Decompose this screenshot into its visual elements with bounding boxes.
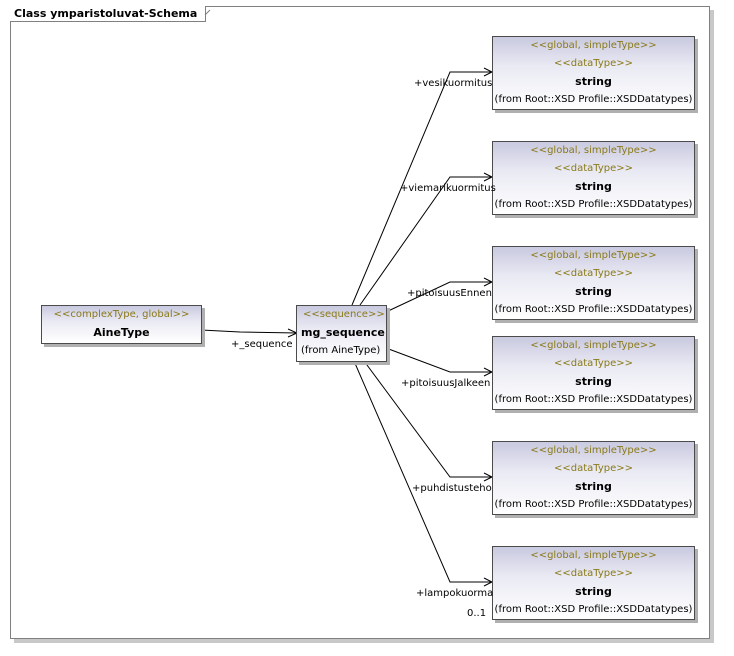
datatype-name: string <box>575 180 612 193</box>
stereotype-datatype: <<dataType>> <box>553 163 633 174</box>
link-pitoisuusJalkeen <box>385 347 492 373</box>
sequence-link <box>200 329 298 334</box>
class-mg-sequence[interactable]: <<sequence>> mg_sequence (from AineType) <box>296 305 387 362</box>
class-string-lampokuorma[interactable]: <<global, simpleType>> <<dataType>> stri… <box>492 546 695 620</box>
datatype-name: string <box>575 375 612 388</box>
link-viemarikuormitus <box>359 176 492 306</box>
datatype-name: string <box>575 585 612 598</box>
role-label-vesikuormitus: +vesikuormitus <box>414 78 493 89</box>
role-label-viemarikuormitus: +viemarikuormitus <box>400 183 496 194</box>
datatype-name: string <box>575 480 612 493</box>
link-vesikuormitus <box>351 71 492 306</box>
ainetype-name: AineType <box>93 326 150 339</box>
stereotype-global-simpletype: <<global, simpleType>> <box>530 250 657 261</box>
role-label-puhdistusteho: +puhdistusteho <box>412 483 492 494</box>
sequence-role-label: +_sequence <box>231 339 293 350</box>
link-puhdistusteho <box>363 360 492 478</box>
datatype-from: (from Root::XSD Profile::XSDDatatypes) <box>494 304 693 315</box>
stereotype-global-simpletype: <<global, simpleType>> <box>530 550 657 561</box>
stereotype-global-simpletype: <<global, simpleType>> <box>530 40 657 51</box>
multiplicity-label-lampokuorma: 0..1 <box>467 608 487 619</box>
stereotype-datatype: <<dataType>> <box>553 58 633 69</box>
sequence-name: mg_sequence <box>301 326 385 339</box>
stereotype-global-simpletype: <<global, simpleType>> <box>530 340 657 351</box>
role-label-pitoisuusennen: +pitoisuusEnnen <box>407 288 492 299</box>
class-string-pitoisuusennen[interactable]: <<global, simpleType>> <<dataType>> stri… <box>492 246 695 320</box>
class-string-vesikuormitus[interactable]: <<global, simpleType>> <<dataType>> stri… <box>492 36 695 110</box>
role-label-lampokuorma: +lampokuorma <box>416 588 494 599</box>
class-string-puhdistusteho[interactable]: <<global, simpleType>> <<dataType>> stri… <box>492 441 695 515</box>
link-pitoisuusEnnen <box>385 281 492 313</box>
datatype-from: (from Root::XSD Profile::XSDDatatypes) <box>494 604 693 615</box>
role-label-pitoisuusjalkeen: +pitoisuusJalkeen <box>401 378 491 389</box>
datatype-name: string <box>575 75 612 88</box>
diagram-title: Class ymparistoluvat-Schema <box>10 6 207 22</box>
sequence-stereotype: <<sequence>> <box>303 309 385 320</box>
stereotype-datatype: <<dataType>> <box>553 463 633 474</box>
stereotype-datatype: <<dataType>> <box>553 568 633 579</box>
class-ainetype[interactable]: <<complexType, global>> AineType <box>41 305 202 344</box>
link-lampokuorma <box>353 360 492 583</box>
class-string-pitoisuusjalkeen[interactable]: <<global, simpleType>> <<dataType>> stri… <box>492 336 695 410</box>
class-string-viemarikuormitus[interactable]: <<global, simpleType>> <<dataType>> stri… <box>492 141 695 215</box>
stereotype-global-simpletype: <<global, simpleType>> <box>530 445 657 456</box>
stereotype-global-simpletype: <<global, simpleType>> <box>530 145 657 156</box>
sequence-from: (from AineType) <box>301 345 381 356</box>
stereotype-datatype: <<dataType>> <box>553 358 633 369</box>
datatype-from: (from Root::XSD Profile::XSDDatatypes) <box>494 199 693 210</box>
ainetype-stereotype: <<complexType, global>> <box>53 309 190 320</box>
datatype-from: (from Root::XSD Profile::XSDDatatypes) <box>494 499 693 510</box>
datatype-from: (from Root::XSD Profile::XSDDatatypes) <box>494 394 693 405</box>
datatype-from: (from Root::XSD Profile::XSDDatatypes) <box>494 94 693 105</box>
stereotype-datatype: <<dataType>> <box>553 268 633 279</box>
datatype-name: string <box>575 285 612 298</box>
